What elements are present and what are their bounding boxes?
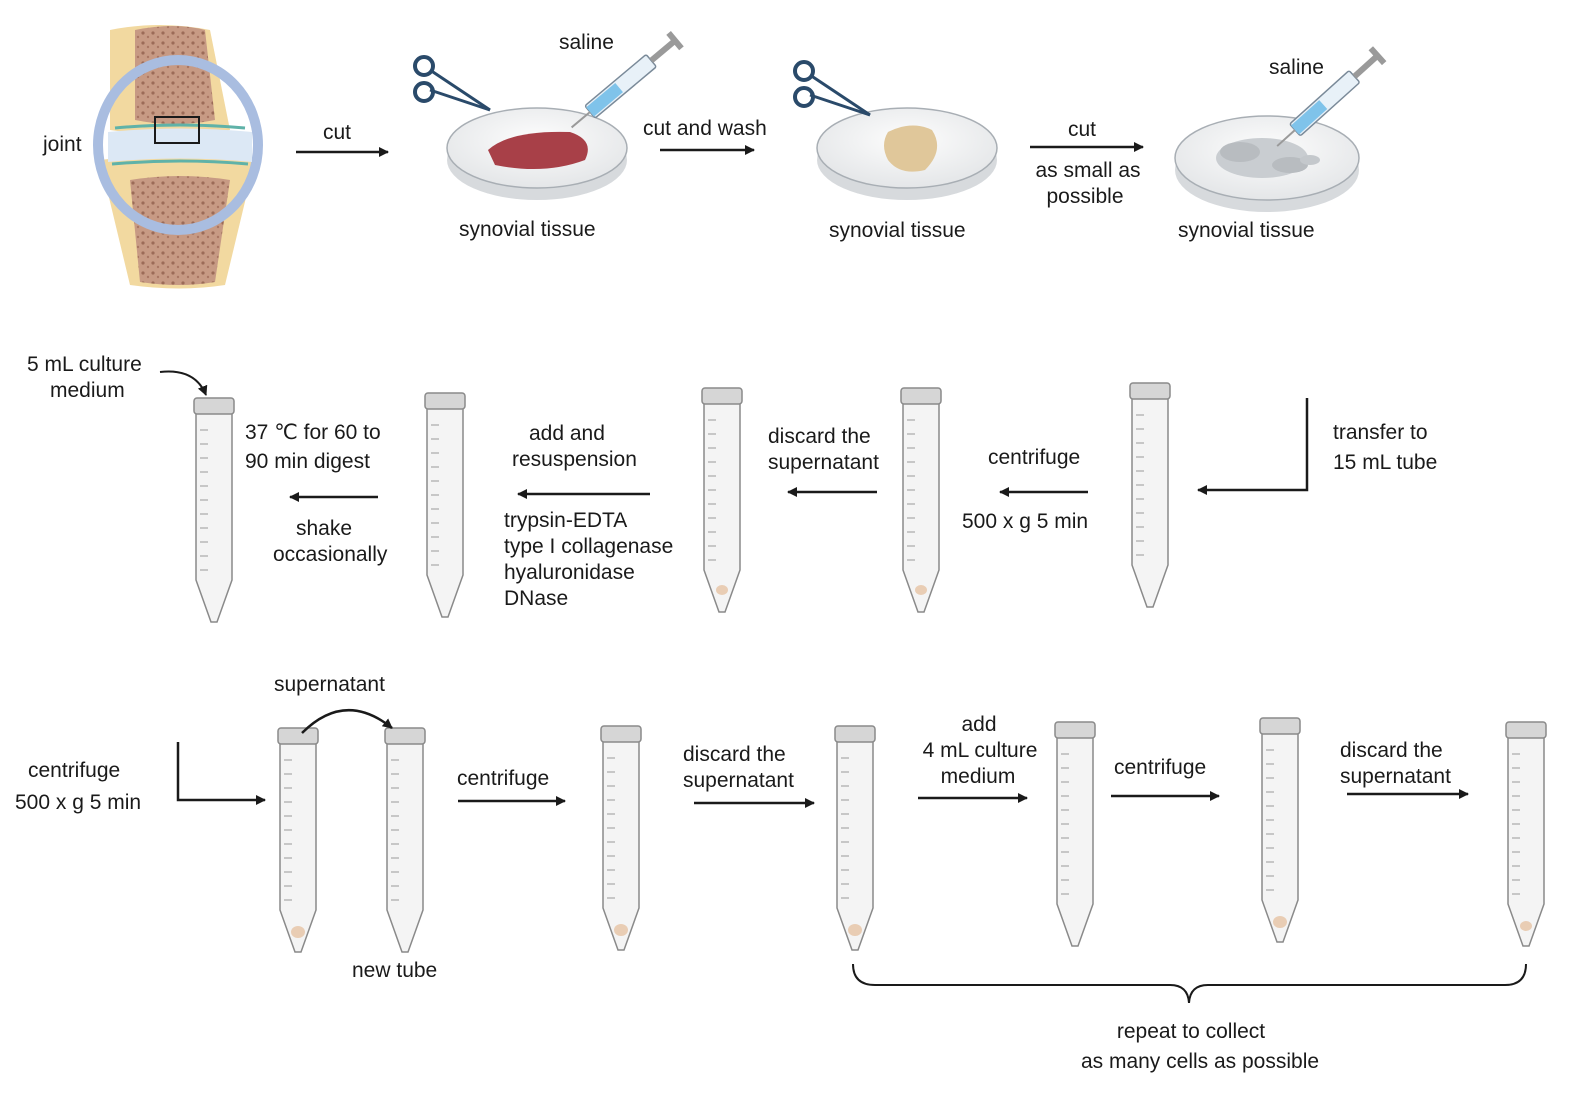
synovial-tissue-label-2: synovial tissue: [829, 219, 966, 242]
add-medium-line2: 4 mL culture: [922, 739, 1038, 762]
as-small-line1: as small as: [1035, 159, 1141, 182]
transfer-line2: 15 mL tube: [1333, 451, 1438, 474]
shake-line2: occasionally: [273, 543, 388, 566]
arrow-culture: [159, 370, 208, 396]
culture-medium-line1: 5 mL culture: [27, 353, 142, 376]
discard-line1: discard the: [768, 425, 871, 448]
add-line2: resuspension: [512, 448, 637, 471]
tube-r2-4: [900, 387, 942, 613]
discard-1-line2: supernatant: [683, 769, 794, 792]
petri-dish-3: [1174, 45, 1388, 212]
tube-r2-3: [701, 387, 743, 613]
add-line1: add and: [529, 422, 605, 445]
digest-line1: 37 ℃ for 60 to: [245, 421, 381, 444]
tube-r2-1: [193, 397, 235, 623]
tube-r2-5: [1129, 382, 1171, 608]
digest-line2: 90 min digest: [245, 450, 370, 473]
cut-and-wash-label: cut and wash: [643, 117, 767, 140]
synovial-tissue-label-1: synovial tissue: [459, 218, 596, 241]
discard-1-line1: discard the: [683, 743, 786, 766]
saline-label-1: saline: [559, 31, 614, 54]
centrifuge-params-r3: 500 x g 5 min: [15, 791, 142, 814]
tube-r3-6: [1259, 717, 1301, 943]
tube-r3-5: [1054, 721, 1096, 947]
tube-r3-1: [277, 727, 319, 953]
enzyme-hyaluronidase: hyaluronidase: [504, 561, 635, 584]
centrifuge-label-r3: centrifuge: [28, 759, 121, 782]
repeat-line2: as many cells as possible: [1080, 1050, 1320, 1073]
centrifuge-params-r2: 500 x g 5 min: [962, 510, 1089, 533]
arrow-transfer: [1197, 398, 1309, 495]
joint-illustration: [93, 25, 263, 289]
tube-r3-4: [834, 725, 876, 951]
culture-medium-line2: medium: [50, 379, 125, 402]
discard-2-line2: supernatant: [1340, 765, 1451, 788]
discard-line2: supernatant: [768, 451, 879, 474]
new-tube-label: new tube: [352, 959, 438, 982]
tube-r3-3: [600, 725, 642, 951]
enzyme-collagenase: type I collagenase: [504, 535, 674, 558]
joint-label: joint: [43, 133, 82, 156]
repeat-line1: repeat to collect: [1116, 1020, 1266, 1043]
petri-dish-1: [413, 30, 685, 200]
shake-line1: shake: [296, 517, 353, 540]
enzyme-dnase: DNase: [504, 587, 569, 610]
cut-small-label: cut: [1068, 118, 1097, 141]
discard-2-line1: discard the: [1340, 739, 1443, 762]
centrifuge-label-3: centrifuge: [1114, 756, 1207, 779]
arrow-supernatant: [301, 708, 393, 734]
centrifuge-label-r2: centrifuge: [988, 446, 1081, 469]
repeat-brace: [852, 963, 1527, 1004]
add-medium-line1: add: [961, 713, 997, 736]
tube-r3-2: [384, 727, 426, 953]
as-small-line2: possible: [1046, 185, 1124, 208]
tube-r3-7: [1505, 721, 1547, 947]
saline-label-2: saline: [1269, 56, 1324, 79]
cut-label: cut: [323, 121, 352, 144]
enzyme-trypsin: trypsin-EDTA: [504, 509, 628, 532]
synovial-tissue-label-3: synovial tissue: [1178, 219, 1315, 242]
petri-dish-2: [793, 60, 998, 200]
supernatant-label: supernatant: [274, 673, 385, 696]
centrifuge-label-2: centrifuge: [457, 767, 550, 790]
arrow-centrifuge-r3: [176, 742, 266, 805]
add-medium-line3: medium: [940, 765, 1016, 788]
tube-r2-2: [424, 392, 466, 618]
transfer-line1: transfer to: [1333, 421, 1428, 444]
